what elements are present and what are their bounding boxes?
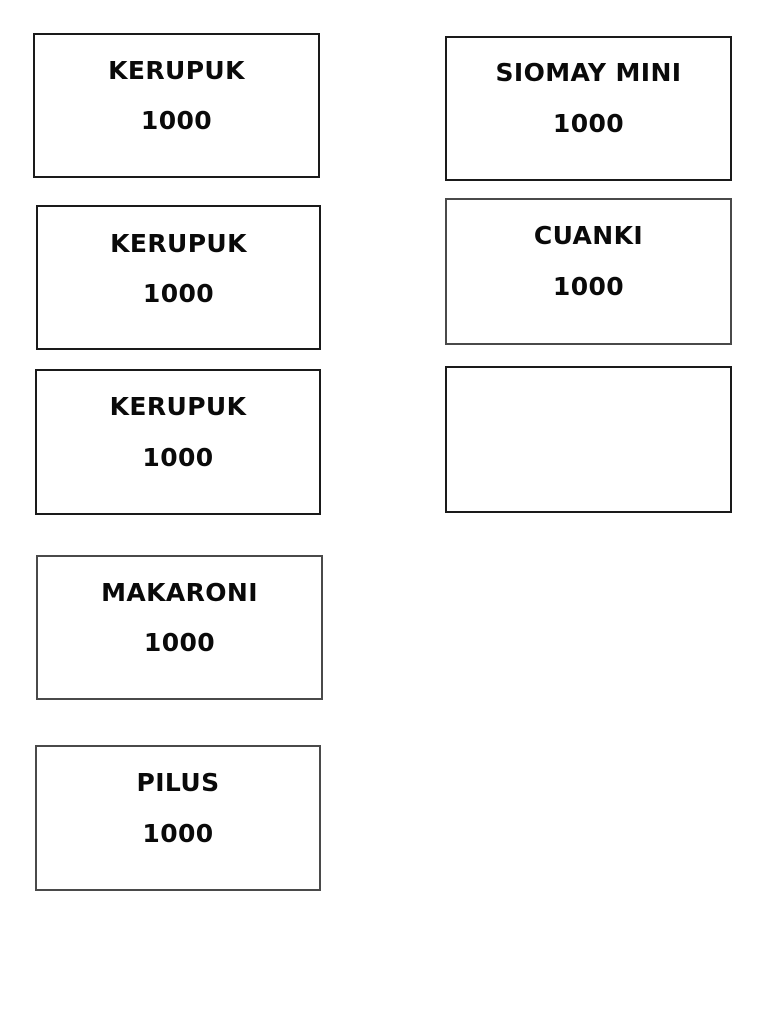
label-card[interactable]: SIOMAY MINI 1000	[445, 36, 732, 181]
label-product-price: 1000	[142, 443, 214, 472]
label-product-price: 1000	[143, 628, 216, 657]
label-card[interactable]: KERUPUK 1000	[33, 33, 320, 178]
label-product-price: 1000	[142, 279, 215, 308]
label-product-name: PILUS	[136, 768, 220, 797]
label-product-price: 1000	[140, 106, 213, 135]
label-card[interactable]: MAKARONI 1000	[36, 555, 323, 700]
label-card[interactable]: PILUS 1000	[35, 745, 321, 891]
label-card[interactable]: CUANKI 1000	[445, 198, 732, 345]
label-product-price: 1000	[552, 109, 625, 138]
label-product-name: CUANKI	[533, 221, 644, 250]
label-product-price: 1000	[142, 819, 214, 848]
label-product-name: KERUPUK	[110, 229, 247, 258]
label-product-price: 1000	[552, 272, 625, 301]
label-product-name: KERUPUK	[108, 56, 245, 85]
label-product-name: SIOMAY MINI	[495, 58, 682, 87]
label-product-name: KERUPUK	[109, 392, 247, 421]
label-product-name: MAKARONI	[101, 578, 258, 607]
label-card[interactable]: KERUPUK 1000	[36, 205, 321, 350]
label-card[interactable]: KERUPUK 1000	[35, 369, 321, 515]
label-card-blank[interactable]	[445, 366, 732, 513]
